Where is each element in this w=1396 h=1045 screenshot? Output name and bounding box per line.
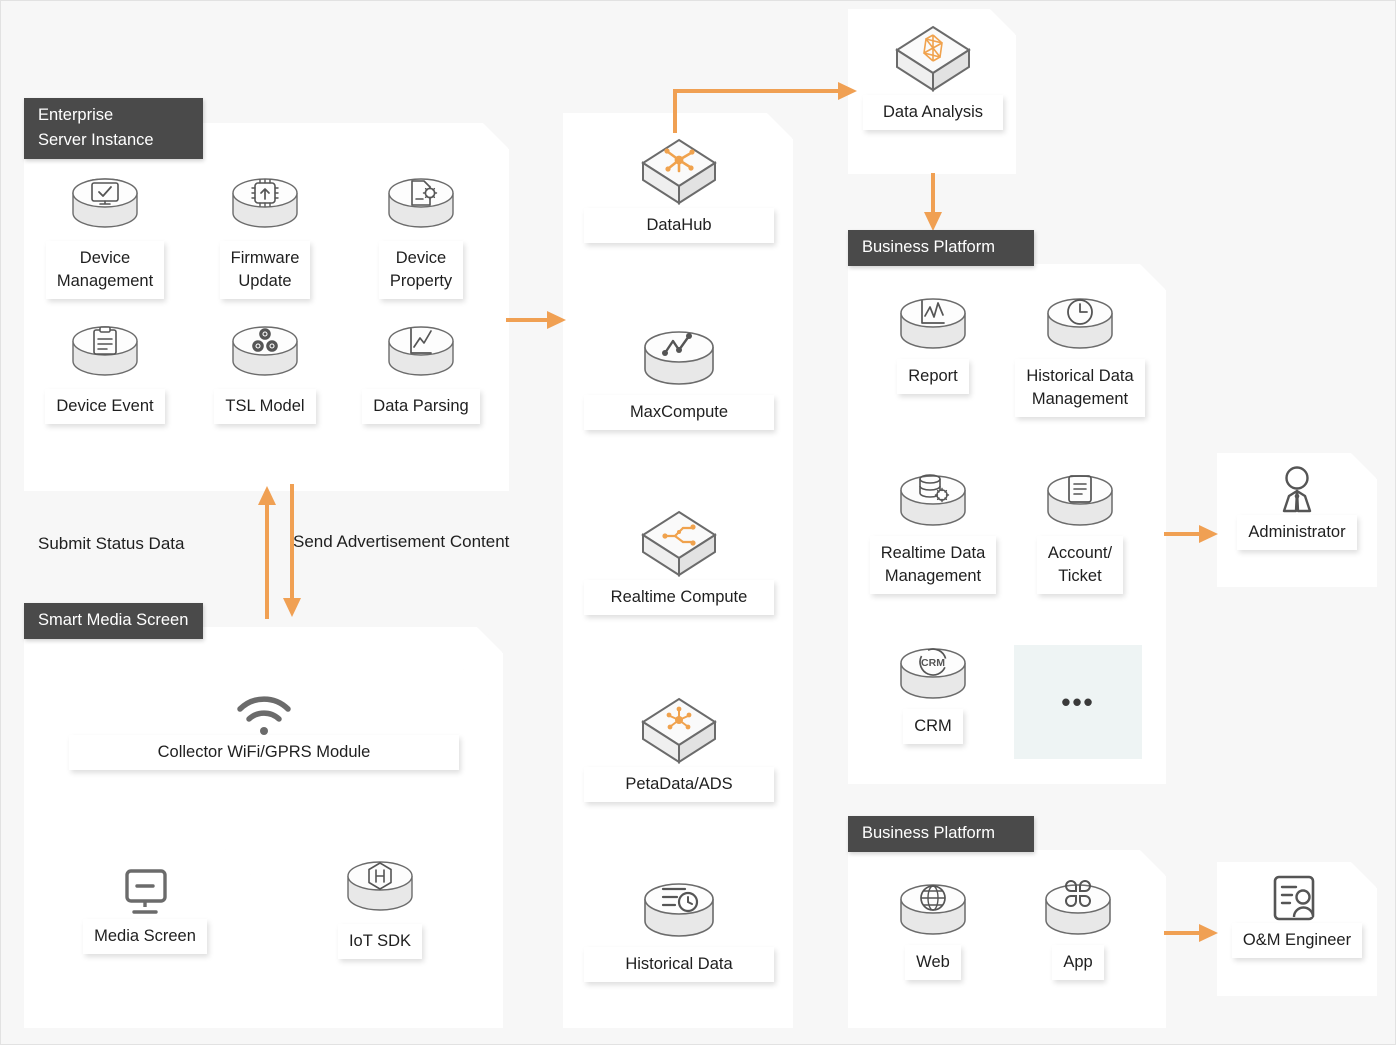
tsl-model-icon [205,321,325,399]
node-app[interactable]: App [1014,877,1142,980]
svg-text:CRM: CRM [921,657,945,669]
node-label: Device Property [378,241,464,299]
node-label: CRM [903,709,963,744]
node-label: Account/ Ticket [1036,536,1124,594]
arrow-business-platform-to-administrator [1164,525,1220,543]
node-label: Collector WiFi/GPRS Module [69,735,459,770]
app-grid-icon [1014,877,1142,955]
node-data-analysis[interactable]: Data Analysis [863,21,1003,130]
node-label: Device Management [45,241,165,299]
report-icon [867,291,999,369]
more-items-placeholder[interactable]: ••• [1014,645,1142,759]
globe-icon [867,877,999,955]
node-realtime-data-management[interactable]: Realtime Data Management [867,468,999,594]
node-label: Data Parsing [362,389,480,424]
node-device-management[interactable]: Device Management [43,173,167,299]
node-label: TSL Model [214,389,316,424]
historical-data-icon [584,873,774,957]
node-device-event[interactable]: Device Event [43,321,167,424]
firmware-update-icon [205,173,325,251]
data-analysis-icon [863,21,1003,105]
node-petadata-ads[interactable]: PetaData/ADS [584,693,774,802]
node-iot-sdk[interactable]: IoT SDK [315,856,445,959]
node-maxcompute[interactable]: MaxCompute [584,321,774,430]
crm-icon: CRM [867,641,999,719]
node-tsl-model[interactable]: TSL Model [205,321,325,424]
node-label: IoT SDK [337,924,423,959]
node-label: App [1052,945,1104,980]
node-om-engineer[interactable]: O&M Engineer [1223,871,1371,958]
arrow-data-analysis-to-business-platform [922,173,944,233]
panel-title-enterprise-server: Enterprise Server Instance [24,98,203,159]
data-parsing-icon [361,321,481,399]
arrow-send-advertisement-down [281,484,303,619]
panel-title-business-platform-bottom: Business Platform [848,816,1034,852]
administrator-icon [1232,463,1362,525]
node-data-parsing[interactable]: Data Parsing [361,321,481,424]
arrow-server-to-datastack [506,311,568,329]
node-label: O&M Engineer [1231,923,1363,958]
node-crm[interactable]: CRM CRM [867,641,999,744]
node-label: PetaData/ADS [584,767,774,802]
wifi-icon [69,687,459,745]
node-report[interactable]: Report [867,291,999,394]
realtime-compute-icon [584,506,774,590]
ticket-icon [1018,468,1142,546]
node-historical-data-management[interactable]: Historical Data Management [1009,291,1151,417]
datahub-icon [584,134,774,218]
node-datahub[interactable]: DataHub [584,134,774,243]
node-label: Firmware Update [219,241,311,299]
panel-title-business-platform-top: Business Platform [848,230,1034,266]
clock-icon [1009,291,1151,369]
arrow-submit-status-up [256,484,278,619]
node-label: Data Analysis [863,95,1003,130]
node-label: Web [905,945,961,980]
device-event-icon [43,321,167,399]
edge-label-submit-status: Submit Status Data [38,534,185,553]
node-web[interactable]: Web [867,877,999,980]
node-collector-wifi-gprs[interactable]: Collector WiFi/GPRS Module [69,687,459,770]
device-property-icon [361,173,481,251]
node-device-property[interactable]: Device Property [361,173,481,299]
node-label: Administrator [1237,515,1357,550]
node-label: DataHub [584,208,774,243]
node-label: Historical Data Management [1015,359,1145,417]
panel-business-platform-bottom [848,850,1166,1028]
arrow-datahub-to-data-analysis [671,81,861,136]
arrow-business-platform-to-om-engineer [1164,924,1220,942]
node-realtime-compute[interactable]: Realtime Compute [584,506,774,615]
node-historical-data[interactable]: Historical Data [584,873,774,982]
device-management-icon [43,173,167,251]
maxcompute-icon [584,321,774,405]
node-label: Report [897,359,969,394]
om-engineer-icon [1223,871,1371,933]
node-label: Realtime Data Management [869,536,997,594]
iot-sdk-icon [315,856,445,934]
node-account-ticket[interactable]: Account/ Ticket [1018,468,1142,594]
node-administrator[interactable]: Administrator [1232,463,1362,550]
edge-label-send-advertisement: Send Advertisement Content [293,532,510,551]
node-label: Device Event [45,389,165,424]
node-media-screen[interactable]: Media Screen [79,863,211,954]
node-firmware-update[interactable]: Firmware Update [205,173,325,299]
node-label: Media Screen [83,919,207,954]
node-label: Realtime Compute [584,580,774,615]
node-label: MaxCompute [584,395,774,430]
panel-title-smart-media-screen: Smart Media Screen [24,603,203,639]
node-label: Historical Data [584,947,774,982]
database-gear-icon [867,468,999,546]
media-screen-icon [79,863,211,929]
petadata-ads-icon [584,693,774,777]
